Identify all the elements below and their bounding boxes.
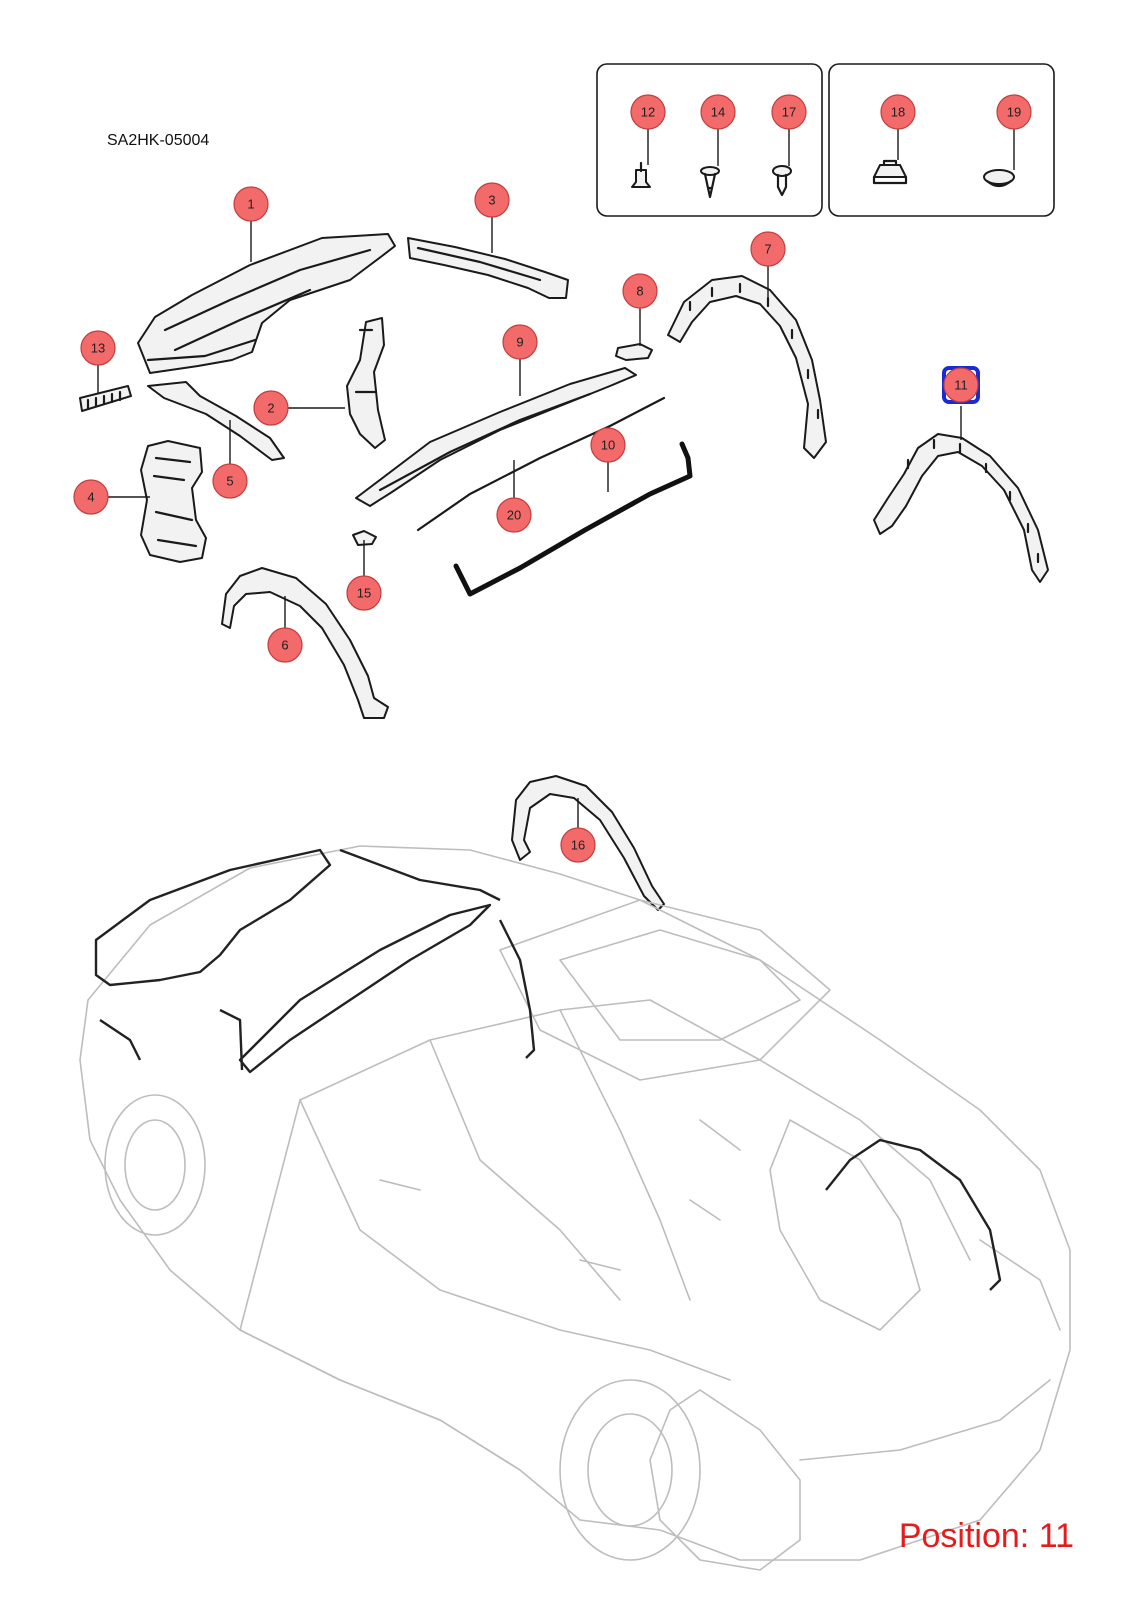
callout-label-8[interactable]: 8 (636, 284, 643, 299)
part-6-wheel-arch (221, 567, 389, 719)
callout-label-2[interactable]: 2 (267, 401, 274, 416)
callout-label-20[interactable]: 20 (507, 508, 521, 523)
vehicle-outline (79, 845, 1071, 1571)
callout-5[interactable]: 5 (212, 463, 248, 499)
fastener-box-b (828, 63, 1055, 217)
callout-18[interactable]: 18 (880, 94, 916, 130)
callout-circle-7[interactable] (750, 231, 786, 267)
callout-circle-3[interactable] (474, 182, 510, 218)
callout-circle-1[interactable] (233, 186, 269, 222)
callout-label-13[interactable]: 13 (91, 341, 105, 356)
callout-7[interactable]: 7 (750, 231, 786, 267)
callout-circle-4[interactable] (73, 479, 109, 515)
position-label: Position: 11 (898, 1517, 1074, 1555)
part-5-bracket (147, 381, 285, 461)
part-1-front-shield (137, 233, 396, 374)
leader-lines (97, 129, 1015, 828)
callout-label-6[interactable]: 6 (281, 638, 288, 653)
callout-circle-15[interactable] (346, 575, 382, 611)
part-4-air-duct (140, 440, 207, 563)
callout-label-3[interactable]: 3 (488, 193, 495, 208)
part-2-vertical-bracket (346, 317, 386, 449)
callout-circle-10[interactable] (590, 427, 626, 463)
callout-label-18[interactable]: 18 (891, 105, 905, 120)
callout-2[interactable]: 2 (253, 390, 289, 426)
callout-14[interactable]: 14 (700, 94, 736, 130)
callout-circle-8[interactable] (622, 273, 658, 309)
callout-15[interactable]: 15 (346, 575, 382, 611)
callout-13[interactable]: 13 (80, 330, 116, 366)
part-10-bent-seal (453, 441, 693, 597)
callout-label-1[interactable]: 1 (247, 197, 254, 212)
callout-4[interactable]: 4 (73, 479, 109, 515)
grommet-plug-icon (983, 169, 1015, 188)
callout-6[interactable]: 6 (267, 627, 303, 663)
callout-1[interactable]: 1 (233, 186, 269, 222)
screw-grommet-icon (700, 166, 720, 199)
part-20-seal (416, 396, 666, 532)
callout-circle-19[interactable] (996, 94, 1032, 130)
push-rivet-icon (631, 161, 651, 188)
callout-16[interactable]: 16 (560, 827, 596, 863)
callout-circle-18[interactable] (880, 94, 916, 130)
part-15-clip (352, 530, 377, 546)
callout-10[interactable]: 10 (590, 427, 626, 463)
retainer-clip-icon (872, 159, 908, 185)
callout-circle-12[interactable] (630, 94, 666, 130)
callout-circle-6[interactable] (267, 627, 303, 663)
callout-20[interactable]: 20 (496, 497, 532, 533)
callout-11[interactable]: 11 (943, 367, 979, 403)
callout-9[interactable]: 9 (502, 324, 538, 360)
callout-label-19[interactable]: 19 (1007, 105, 1021, 120)
installed-parts (94, 848, 1002, 1291)
callout-label-11[interactable]: 11 (954, 378, 968, 393)
part-3-upper-strip (407, 237, 569, 299)
callout-circle-16[interactable] (560, 827, 596, 863)
callout-label-17[interactable]: 17 (782, 105, 796, 120)
callout-circle-11[interactable] (943, 367, 979, 403)
callout-label-10[interactable]: 10 (601, 438, 615, 453)
part-9-long-strip (355, 367, 637, 507)
callout-label-16[interactable]: 16 (571, 838, 585, 853)
part-8-small-clip (615, 343, 653, 361)
callout-label-14[interactable]: 14 (711, 105, 725, 120)
callout-label-4[interactable]: 4 (87, 490, 94, 505)
callout-label-7[interactable]: 7 (764, 242, 771, 257)
callout-circle-13[interactable] (80, 330, 116, 366)
diagram-code: SA2HK-05004 (107, 132, 210, 149)
callout-circle-17[interactable] (771, 94, 807, 130)
callout-circle-2[interactable] (253, 390, 289, 426)
callout-3[interactable]: 3 (474, 182, 510, 218)
callout-8[interactable]: 8 (622, 273, 658, 309)
callout-circle-20[interactable] (496, 497, 532, 533)
callout-17[interactable]: 17 (771, 94, 807, 130)
callout-label-5[interactable]: 5 (226, 474, 233, 489)
callout-19[interactable]: 19 (996, 94, 1032, 130)
callout-label-12[interactable]: 12 (641, 105, 655, 120)
tapping-screw-icon (772, 165, 792, 197)
callout-circle-9[interactable] (502, 324, 538, 360)
callout-label-15[interactable]: 15 (357, 586, 371, 601)
part-13-clip-strip (79, 385, 132, 412)
callout-circle-14[interactable] (700, 94, 736, 130)
part-11-arch-liner (873, 433, 1049, 583)
callout-label-9[interactable]: 9 (516, 335, 523, 350)
part-7-arch-liner (667, 275, 827, 459)
callout-circle-5[interactable] (212, 463, 248, 499)
callout-12[interactable]: 12 (630, 94, 666, 130)
